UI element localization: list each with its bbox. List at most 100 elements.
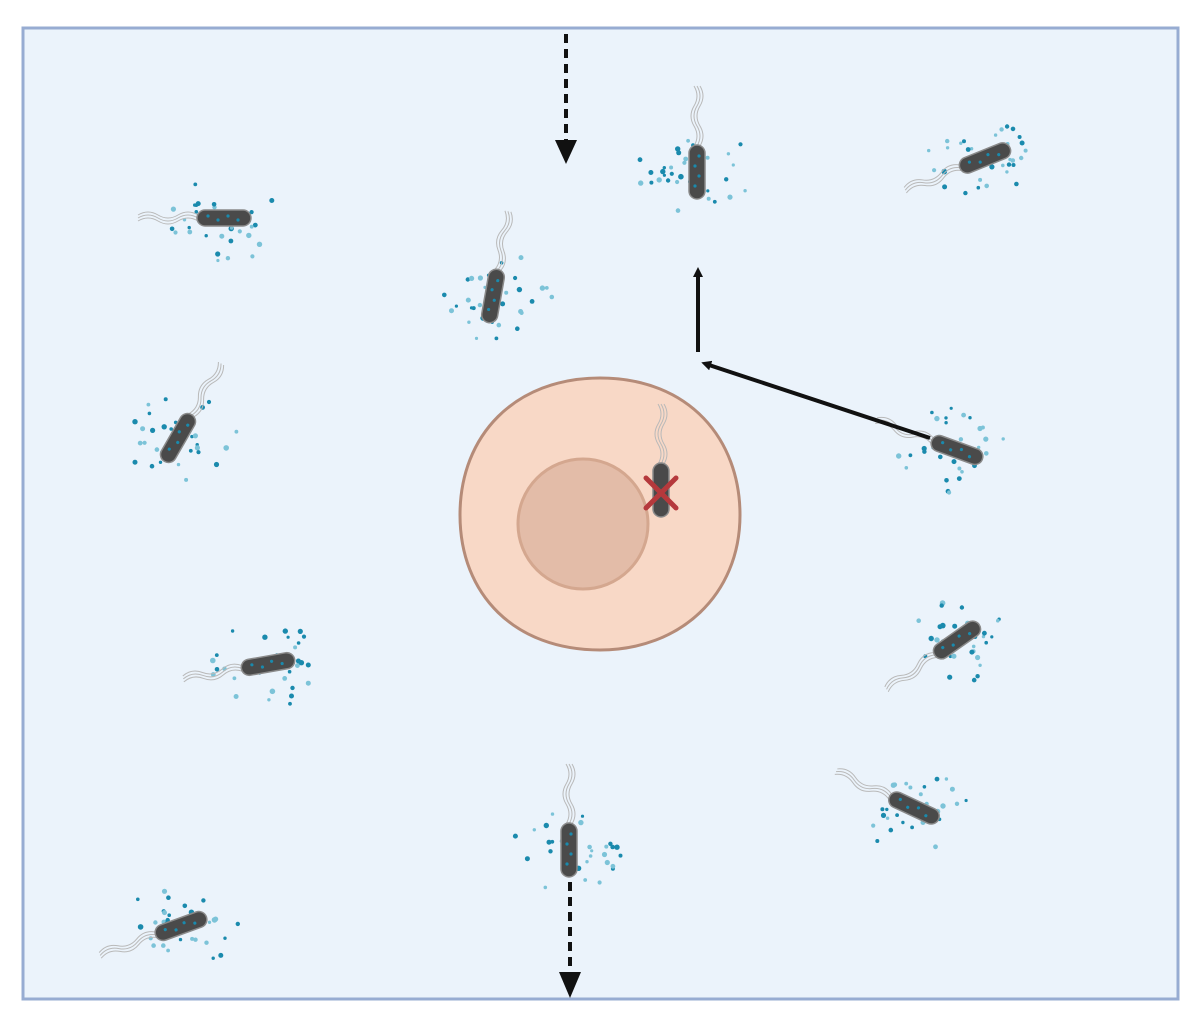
secreted-molecule [132, 459, 138, 465]
secreted-molecule [213, 916, 219, 922]
secreted-molecule [944, 777, 949, 781]
secreted-molecule [908, 785, 913, 790]
secreted-molecule [471, 306, 476, 311]
secreted-molecule [449, 308, 454, 314]
secreted-molecule [675, 208, 681, 213]
secreted-molecule [214, 667, 220, 672]
secreted-molecule [940, 803, 946, 809]
secreted-molecule [166, 948, 171, 953]
secreted-molecule [201, 898, 206, 903]
secreted-molecule [1019, 155, 1024, 161]
secreted-molecule [496, 322, 502, 328]
secreted-molecule [945, 146, 950, 150]
flagellum [188, 362, 219, 415]
internal-molecule [186, 423, 190, 427]
bacterium [98, 888, 240, 960]
secreted-molecule [137, 440, 143, 446]
internal-molecule [697, 174, 701, 178]
bacterium-body [196, 209, 252, 227]
secreted-molecule [211, 956, 215, 960]
secreted-molecule [933, 844, 938, 850]
secreted-molecule [550, 812, 555, 816]
secreted-molecule [267, 698, 271, 702]
secreted-molecule [604, 859, 610, 866]
secreted-molecule [225, 256, 231, 261]
internal-molecule [182, 921, 186, 925]
secreted-molecule [706, 189, 710, 193]
secreted-molecule [963, 190, 968, 196]
secreted-molecule [173, 230, 178, 235]
secreted-molecule [190, 936, 195, 941]
bacterium-body [958, 142, 1012, 174]
secreted-molecule [286, 635, 290, 639]
secreted-molecule [477, 275, 483, 281]
secreted-molecule [944, 421, 948, 425]
secreted-molecule [888, 827, 894, 833]
internal-molecule [236, 218, 240, 222]
secreted-molecule [204, 234, 208, 238]
bacterium [132, 362, 239, 482]
secreted-molecule [1001, 437, 1005, 441]
flagellum [834, 773, 890, 801]
host-nucleus [516, 457, 650, 591]
secreted-molecule [969, 147, 974, 151]
secreted-molecule [132, 419, 138, 425]
secreted-molecule [922, 785, 927, 789]
secreted-molecule [618, 853, 623, 858]
secreted-molecule [580, 814, 585, 818]
internal-molecule [916, 806, 921, 810]
secreted-molecule [176, 462, 181, 467]
flagellum [99, 933, 157, 956]
secreted-molecule [934, 415, 940, 422]
flagellum [137, 214, 199, 222]
secreted-molecule [140, 426, 146, 432]
flagellum [904, 166, 961, 191]
secreted-molecule [965, 147, 971, 152]
internal-molecule [260, 665, 265, 669]
secreted-molecule [237, 229, 242, 234]
secreted-molecule [660, 168, 666, 175]
secreted-molecule [158, 460, 163, 464]
secreted-molecule [282, 676, 288, 681]
secreted-molecule [726, 152, 731, 156]
internal-molecule [693, 184, 697, 188]
secreted-molecule [944, 416, 948, 420]
secreted-molecule [193, 937, 198, 942]
secreted-molecule [961, 412, 966, 418]
internal-molecule [226, 214, 230, 218]
secreted-molecule [930, 410, 934, 415]
internal-molecule [174, 928, 178, 932]
secreted-molecule [182, 903, 188, 909]
flagellum [657, 403, 665, 465]
flagellum [183, 669, 244, 683]
secreted-molecule [947, 674, 953, 680]
flagellum [886, 654, 936, 690]
secreted-molecule [675, 179, 680, 185]
secreted-molecule [192, 433, 198, 439]
secreted-molecule [1006, 162, 1012, 167]
secreted-molecule [959, 605, 965, 610]
internal-molecule [949, 448, 953, 452]
internal-molecule [693, 164, 697, 168]
secreted-molecule [206, 399, 212, 405]
secreted-molecule [908, 453, 913, 458]
secreted-molecule [252, 222, 258, 228]
secreted-molecule [743, 189, 747, 193]
secreted-molecule [951, 459, 957, 465]
secreted-molecule [984, 640, 988, 645]
flagellum [562, 763, 570, 825]
secreted-molecule [1017, 135, 1022, 139]
internal-molecule [486, 307, 491, 312]
secreted-molecule [982, 630, 987, 636]
secreted-molecule [532, 828, 536, 832]
secreted-molecule [896, 453, 902, 459]
secreted-molecule [678, 173, 684, 180]
secreted-molecule [169, 427, 173, 431]
bacterium [512, 763, 623, 890]
bacterium-body [560, 822, 578, 878]
secreted-molecule [215, 251, 221, 257]
internal-molecule [177, 430, 181, 434]
internal-molecule [941, 441, 945, 445]
secreted-molecule [161, 943, 166, 948]
secreted-molecule [578, 819, 584, 826]
